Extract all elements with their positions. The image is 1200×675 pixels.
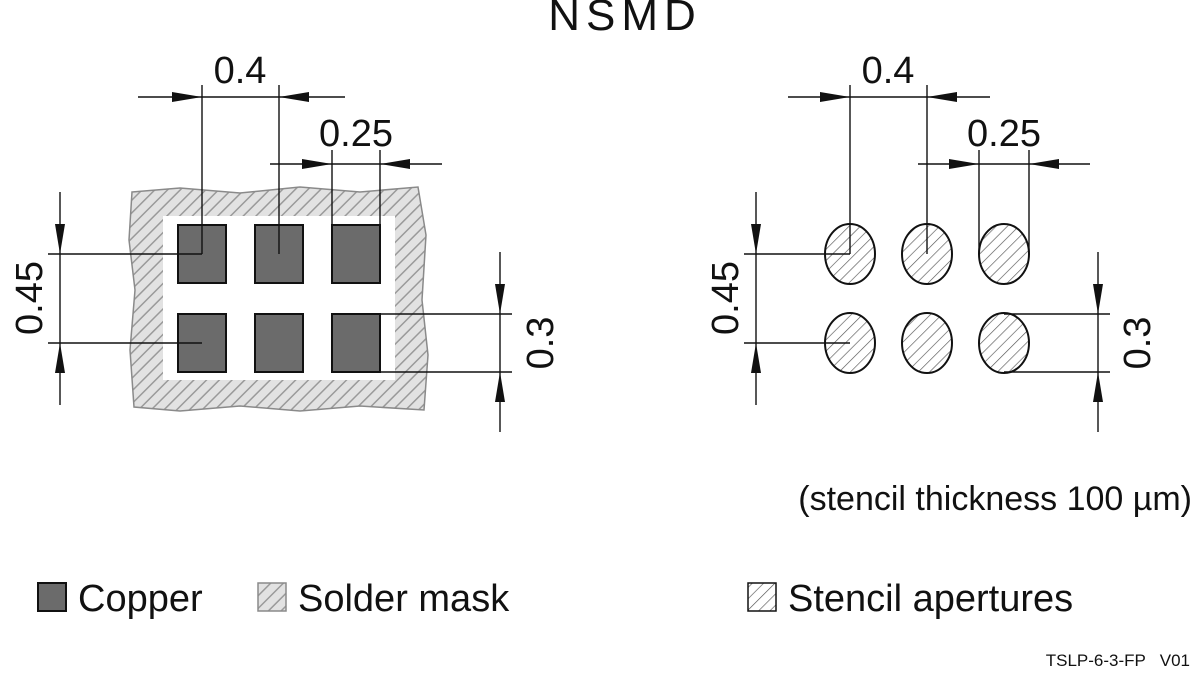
stencil-row-pitch-label: 0.45 <box>705 261 747 335</box>
stencil-aperture <box>978 312 1030 374</box>
diagram-title: NSMD <box>548 0 702 40</box>
pad-height-label: 0.3 <box>520 317 562 370</box>
row-pitch-dimension: 0.45 <box>9 192 202 405</box>
pad-height-dimension: 0.3 <box>380 252 562 432</box>
stencil-pitch-dimension: 0.4 <box>788 50 990 254</box>
stencil-swatch-icon <box>747 582 777 612</box>
pad-width-label: 0.25 <box>319 113 393 155</box>
legend-copper-label: Copper <box>78 578 203 620</box>
copper-pad <box>331 313 381 373</box>
pitch-label: 0.4 <box>214 50 267 92</box>
copper-pad-view: 0.4 0.25 0.45 0.3 <box>9 50 562 432</box>
legend-stencil-label: Stencil apertures <box>788 578 1073 620</box>
stencil-aperture <box>901 312 953 374</box>
stencil-view: 0.4 0.25 0.45 0.3 ( <box>705 50 1192 518</box>
pitch-dimension: 0.4 <box>138 50 345 254</box>
row-pitch-label: 0.45 <box>9 261 51 335</box>
copper-pad <box>331 224 381 284</box>
legend: Copper Solder mask Stencil apertures <box>37 578 1073 620</box>
stencil-height-label: 0.3 <box>1117 317 1159 370</box>
stencil-height-dimension: 0.3 <box>1004 252 1159 432</box>
stencil-aperture <box>978 223 1030 285</box>
stencil-width-dimension: 0.25 <box>918 113 1090 254</box>
stencil-pitch-label: 0.4 <box>862 50 915 92</box>
stencil-width-label: 0.25 <box>967 113 1041 155</box>
copper-swatch-icon <box>37 582 67 612</box>
pad-width-dimension: 0.25 <box>270 113 442 225</box>
copper-pad <box>254 313 304 373</box>
stencil-row-pitch-dimension: 0.45 <box>705 192 850 405</box>
legend-solder-mask-label: Solder mask <box>298 578 510 620</box>
drawing-code: TSLP-6-3-FP V01 <box>1046 651 1190 670</box>
solder-mask-swatch-icon <box>257 582 287 612</box>
stencil-thickness-note: (stencil thickness 100 µm) <box>798 480 1192 518</box>
